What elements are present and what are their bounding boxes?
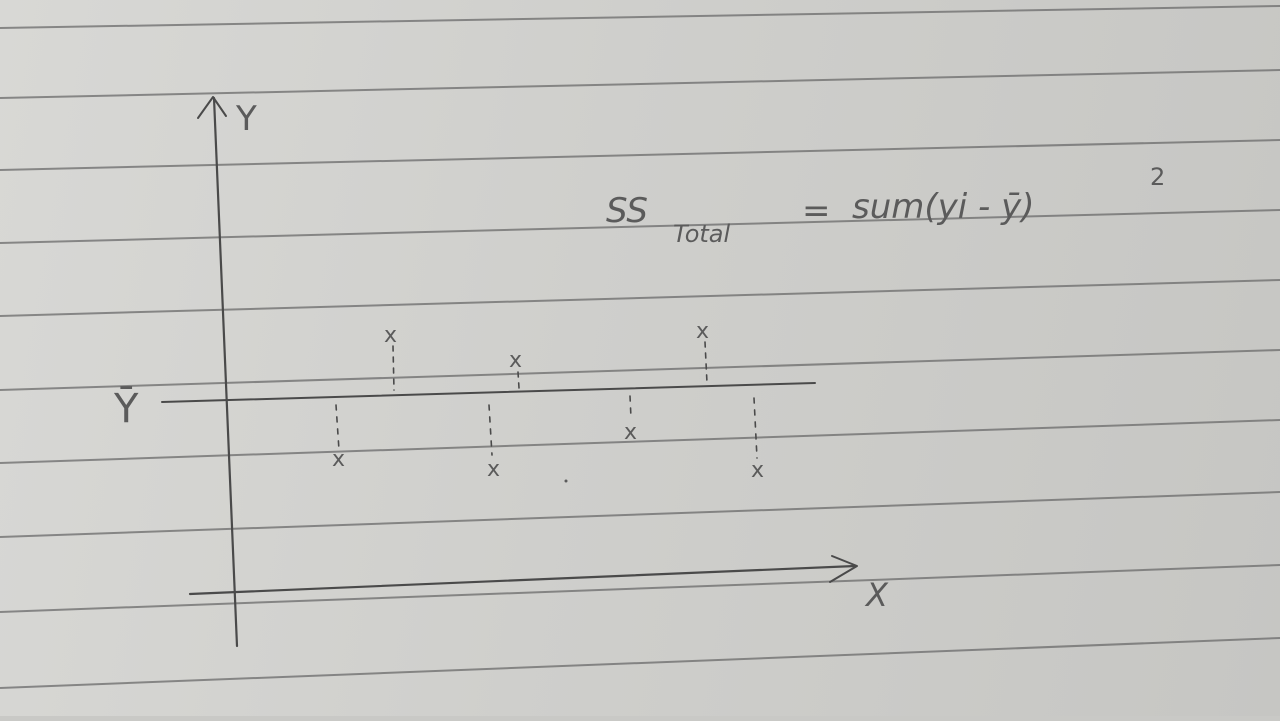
formula-lhs-subscript: Total bbox=[673, 220, 730, 248]
ruled-line bbox=[0, 564, 1280, 613]
ss-total-formula: SS Total = sum(yi - ȳ) 2 bbox=[606, 163, 1165, 248]
y-axis-label: Y bbox=[235, 99, 257, 139]
stray-dot bbox=[564, 479, 568, 483]
points-below-mean: x x x x bbox=[332, 395, 764, 483]
formula-exponent: 2 bbox=[1150, 163, 1165, 191]
point-marker: x bbox=[509, 348, 522, 373]
ruled-line bbox=[0, 69, 1280, 99]
data-point: x bbox=[384, 323, 397, 391]
data-point: x bbox=[751, 397, 764, 483]
point-marker: x bbox=[384, 323, 397, 348]
point-marker: x bbox=[696, 319, 709, 344]
point-marker: x bbox=[751, 458, 764, 483]
formula-rhs: sum(yi - ȳ) bbox=[852, 187, 1034, 227]
point-marker: x bbox=[332, 447, 345, 472]
ruled-line bbox=[0, 419, 1280, 464]
ruled-line bbox=[0, 209, 1280, 244]
ruled-line bbox=[0, 349, 1280, 391]
data-point: x bbox=[509, 348, 522, 389]
data-point: x bbox=[332, 404, 345, 472]
ruled-line bbox=[0, 637, 1280, 689]
notebook-ruled-lines bbox=[0, 5, 1280, 689]
data-point: x bbox=[487, 404, 500, 482]
formula-equals: = bbox=[802, 191, 831, 231]
data-point: x bbox=[624, 395, 637, 445]
ruled-line bbox=[0, 139, 1280, 171]
x-axis: X bbox=[188, 555, 889, 614]
ruled-line bbox=[0, 5, 1280, 29]
x-axis-label: X bbox=[864, 576, 889, 614]
y-axis: Y bbox=[197, 96, 257, 648]
mean-label: Ȳ bbox=[113, 385, 139, 432]
point-marker: x bbox=[624, 420, 637, 445]
mean-line: Ȳ bbox=[113, 382, 816, 432]
formula-lhs: SS bbox=[606, 191, 648, 231]
data-point: x bbox=[696, 319, 709, 384]
ruled-line bbox=[0, 279, 1280, 317]
points-above-mean: x x x bbox=[384, 319, 709, 391]
ruled-line bbox=[0, 491, 1280, 538]
point-marker: x bbox=[487, 457, 500, 482]
